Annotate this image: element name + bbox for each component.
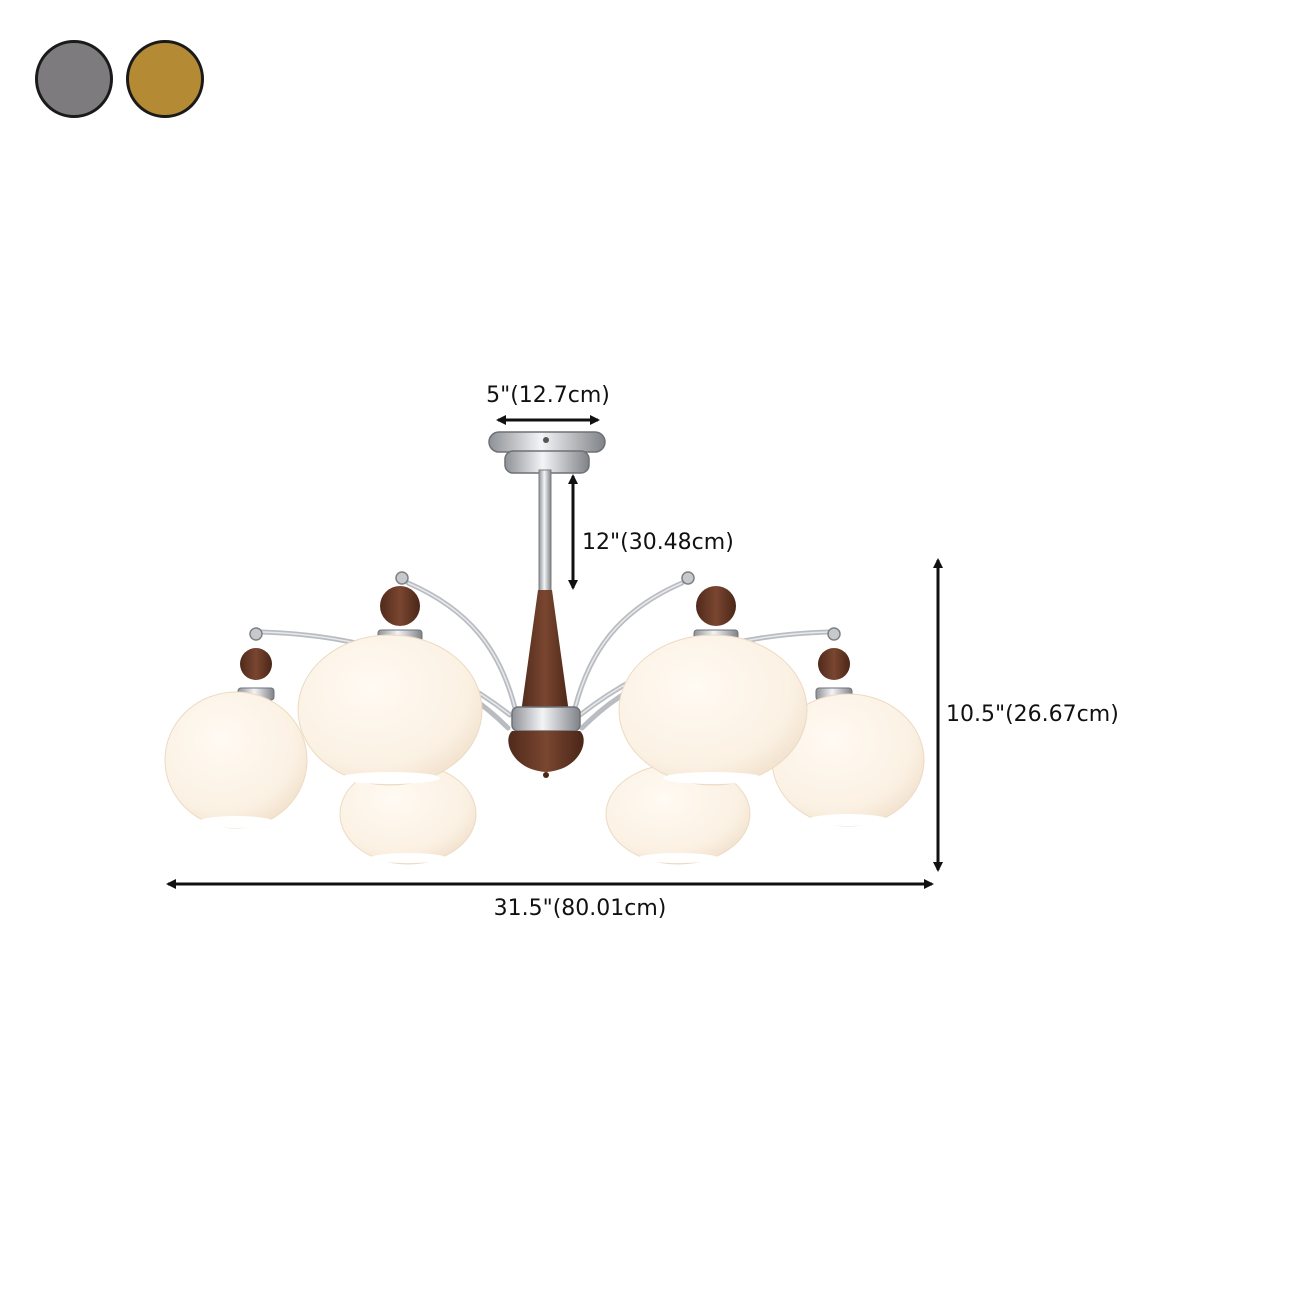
wood-center-body: [508, 590, 584, 778]
canopy-width-label: 5"(12.7cm): [486, 383, 610, 408]
downrod: [538, 469, 552, 599]
shade-back-left: [339, 763, 477, 865]
shade-back-right: [605, 763, 751, 865]
shade-inner-right: [618, 586, 808, 786]
color-swatch-grey[interactable]: [35, 40, 113, 118]
height-label: 10.5"(26.67cm): [946, 702, 1119, 727]
color-swatch-gold[interactable]: [126, 40, 204, 118]
shade-outer-left: [164, 648, 308, 829]
shade-outer-right: [771, 648, 925, 827]
color-options: [0, 0, 1300, 140]
shade-inner-left: [297, 586, 483, 786]
rod-length-label: 12"(30.48cm): [582, 530, 734, 555]
canopy: [488, 431, 606, 474]
width-label: 31.5"(80.01cm): [494, 896, 667, 921]
arm-tips: [249, 571, 841, 641]
